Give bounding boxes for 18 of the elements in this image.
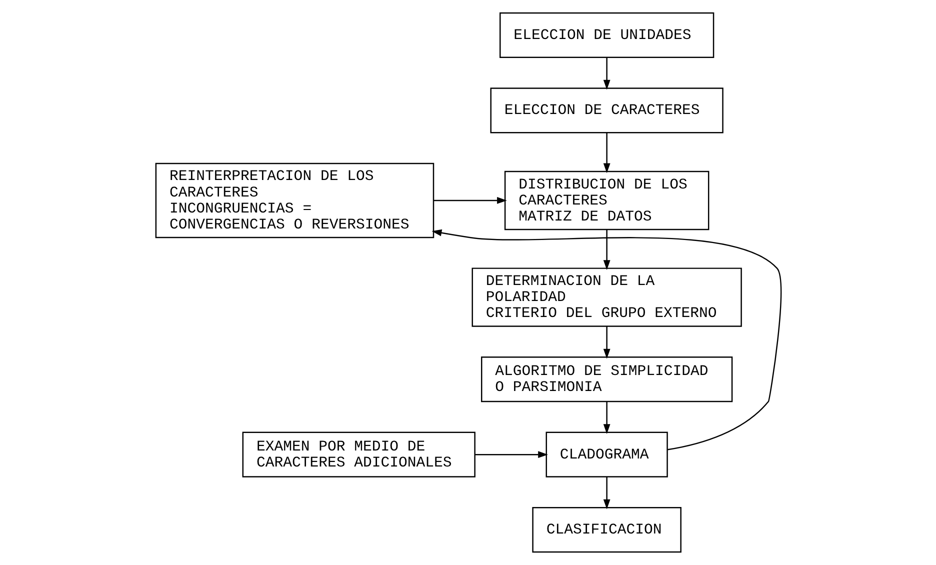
node-box: EXAMEN POR MEDIO DE CARACTERES ADICIONALES bbox=[242, 432, 475, 478]
arrow bbox=[602, 57, 610, 90]
arrow bbox=[602, 230, 610, 270]
arrow bbox=[433, 197, 506, 204]
arrow bbox=[602, 132, 610, 174]
node-box: ELECCION DE UNIDADES bbox=[499, 12, 714, 58]
arrow bbox=[602, 402, 610, 434]
node-box: REINTERPRETACION DE LOS CARACTERES INCONGRUENCIAS = CONVERGENCIAS O REVERSIONES bbox=[154, 162, 434, 238]
node-box: ELECCION DE CARACTERES bbox=[490, 88, 723, 134]
node-box: ALGORITMO DE SIMPLICIDAD O PARSIMONIA bbox=[480, 356, 732, 402]
arrow bbox=[431, 229, 782, 450]
node-box: DETERMINACION DE LA POLARIDAD CRITERIO DEL GRUPO EXTERNO bbox=[471, 268, 742, 327]
arrow bbox=[602, 326, 610, 359]
node-box: CLASIFICACION bbox=[532, 507, 681, 553]
node-box: DISTRIBUCION DE LOS CARACTERES MATRIZ DE DATOS bbox=[504, 170, 709, 230]
arrow bbox=[474, 451, 548, 458]
arrow bbox=[602, 476, 610, 510]
node-box: CLADOGRAMA bbox=[545, 432, 668, 478]
